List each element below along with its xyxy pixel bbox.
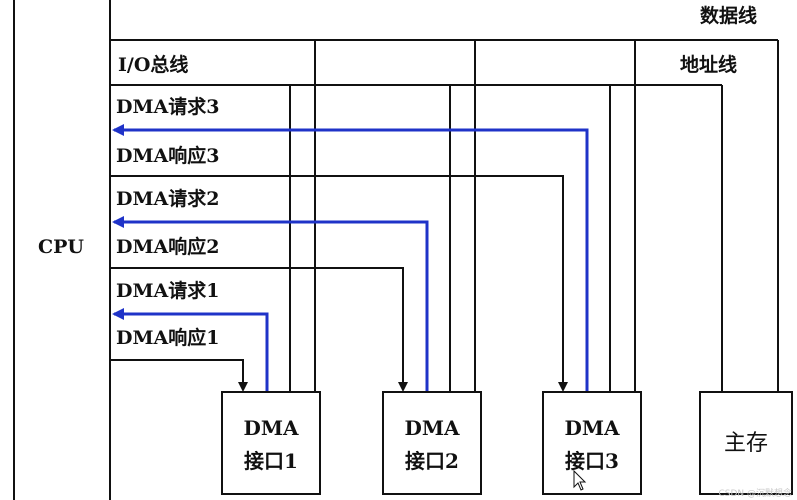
mouse-cursor-icon (573, 469, 587, 491)
dma-interface1-line2: 接口1 (244, 449, 298, 473)
cpu-label: CPU (38, 236, 84, 258)
cpu-block (13, 0, 111, 500)
dma-interface2-line2: 接口2 (405, 449, 459, 473)
dma-request3-line (112, 124, 589, 392)
data-bus-label: 数据线 (700, 4, 757, 27)
dma-request3-label: DMA请求3 (116, 95, 219, 118)
main-memory-box (699, 391, 793, 495)
dma-request2-label: DMA请求2 (116, 187, 219, 210)
dma-ack2-line (110, 267, 408, 392)
dma-ack3-label: DMA响应3 (116, 144, 219, 167)
watermark-text: CSDN @沉默想念 (718, 487, 792, 499)
dma-interface3-line1: DMA (565, 416, 620, 440)
dma-interface3-box (542, 391, 642, 495)
dma-ack1-line (110, 359, 248, 392)
dma-request2-line (112, 216, 429, 392)
main-memory-label: 主存 (724, 431, 768, 456)
dma-ack3-line (110, 175, 568, 392)
dma-interface2-line1: DMA (405, 416, 460, 440)
dma-interface1-box (221, 391, 321, 495)
address-bus-label: 地址线 (680, 53, 737, 76)
dma-interface3-line2: 接口3 (565, 449, 619, 473)
dma-ack1-label: DMA响应1 (116, 326, 219, 349)
dma-request1-line (112, 308, 269, 392)
dma-interface1-line1: DMA (244, 416, 299, 440)
dma-interface2-box (382, 391, 482, 495)
dma-request1-label: DMA请求1 (116, 279, 219, 302)
io-bus-label: I/O总线 (118, 53, 188, 76)
dma-ack2-label: DMA响应2 (116, 235, 219, 258)
